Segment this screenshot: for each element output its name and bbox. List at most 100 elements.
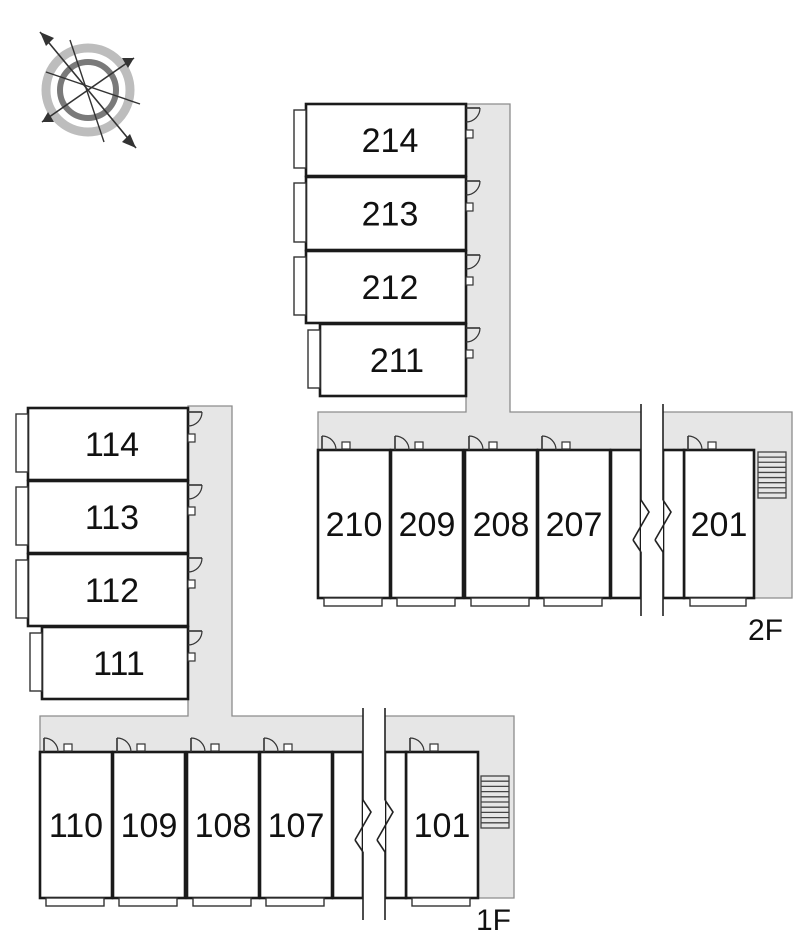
unit-212: 212: [293, 249, 481, 325]
unit-108: 108: [185, 737, 261, 907]
balcony: [118, 897, 178, 907]
meter-box: [465, 349, 474, 359]
door-swing-icon: [465, 327, 481, 343]
door-swing-icon: [468, 435, 484, 451]
unit-outline-partial: [661, 448, 686, 600]
door-swing-icon: [409, 737, 425, 753]
window: [293, 256, 307, 316]
window: [293, 182, 307, 243]
unit-number: 113: [85, 499, 139, 537]
unit-number: 207: [546, 506, 603, 544]
meter-box: [283, 743, 293, 752]
unit-number: 101: [414, 807, 471, 845]
door-swing-icon: [321, 435, 337, 451]
door-swing-icon: [541, 435, 557, 451]
door-swing-icon: [187, 484, 203, 500]
unit-number: 110: [49, 807, 103, 845]
door-swing-icon: [187, 557, 203, 573]
unit-number: 112: [85, 572, 139, 610]
meter-box: [429, 743, 439, 752]
unit-101: 101: [404, 737, 480, 907]
meter-box: [341, 441, 351, 450]
meter-box: [136, 743, 146, 752]
balcony: [470, 597, 530, 607]
unit-number: 209: [399, 506, 456, 544]
balcony: [323, 597, 383, 607]
floor-2f: 214 213 212 211 210 209 208 207 201 2F: [293, 102, 793, 647]
unit-number: 208: [473, 506, 530, 544]
window: [29, 632, 43, 692]
unit-number: 210: [326, 506, 383, 544]
unit-207: 207: [536, 435, 612, 607]
break-marker-2f: [632, 404, 672, 616]
balcony: [411, 897, 471, 907]
floor-label-2f: 2F: [748, 614, 783, 647]
unit-112: 112: [15, 552, 203, 628]
window: [15, 413, 29, 473]
door-swing-icon: [465, 180, 481, 196]
unit-109: 109: [111, 737, 187, 907]
unit-number: 201: [691, 506, 748, 544]
door-swing-icon: [116, 737, 132, 753]
meter-box: [465, 276, 474, 286]
stairs-1f: [480, 775, 510, 829]
balcony: [192, 897, 252, 907]
meter-box: [465, 129, 474, 139]
balcony: [265, 897, 325, 907]
unit-number: 211: [370, 342, 424, 380]
unit-outline: [318, 322, 468, 398]
meter-box: [187, 652, 196, 662]
unit-211: 211: [307, 322, 481, 398]
meter-box: [187, 506, 196, 516]
unit-110: 110: [38, 737, 114, 907]
unit-114: 114: [15, 406, 203, 482]
stairs-2f: [757, 451, 787, 499]
unit-number: 114: [85, 426, 139, 464]
meter-box: [63, 743, 73, 752]
meter-box: [414, 441, 424, 450]
break-marker-1f: [354, 708, 394, 920]
meter-box: [187, 579, 196, 589]
meter-box: [210, 743, 220, 752]
unit-number: 212: [362, 269, 419, 307]
floor-label-1f: 1F: [476, 904, 511, 937]
meter-box: [465, 202, 474, 212]
unit-113: 113: [15, 479, 203, 555]
unit-210: 210: [316, 435, 392, 607]
meter-box: [707, 441, 717, 450]
unit-214: 214: [293, 102, 481, 178]
unit-outline-partial: [331, 750, 365, 900]
unit-number: 213: [362, 196, 419, 234]
balcony: [396, 597, 456, 607]
unit-outline: [536, 448, 612, 600]
unit-outline: [26, 552, 190, 628]
unit-outline-partial: [383, 750, 408, 900]
compass-rose-icon: [39, 31, 141, 149]
unit-outline: [316, 448, 392, 600]
unit-number: 108: [195, 807, 252, 845]
door-swing-icon: [43, 737, 59, 753]
unit-111: 111: [29, 625, 203, 701]
meter-box: [488, 441, 498, 450]
meter-box: [561, 441, 571, 450]
unit-number: 214: [362, 122, 419, 160]
balcony: [45, 897, 105, 907]
unit-209: 209: [389, 435, 465, 607]
unit-213: 213: [293, 175, 481, 252]
door-swing-icon: [465, 254, 481, 270]
unit-number: 107: [268, 807, 325, 845]
unit-outline-partial: [609, 448, 643, 600]
window: [15, 559, 29, 619]
meter-box: [187, 433, 196, 443]
window: [293, 109, 307, 169]
window: [15, 486, 29, 546]
door-swing-icon: [187, 411, 203, 427]
balcony: [689, 597, 747, 607]
door-swing-icon: [687, 435, 703, 451]
unit-107: 107: [258, 737, 334, 907]
door-swing-icon: [190, 737, 206, 753]
unit-outline: [404, 750, 480, 900]
door-swing-icon: [263, 737, 279, 753]
unit-outline: [111, 750, 187, 900]
